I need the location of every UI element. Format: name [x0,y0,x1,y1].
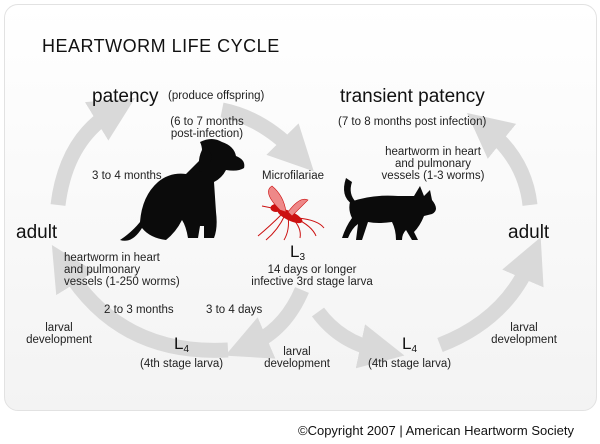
patency-time-line1: (6 to 7 months [170,116,244,128]
l3-desc-line2: infective 3rd stage larva [251,276,373,288]
cat-larval-dev-line2: development [491,334,557,346]
arrow-patency-to-microfilariae [220,102,314,172]
cat-desc-line1: heartworm in heart [385,146,481,158]
arrow-l4-to-adult [51,244,229,358]
l3-label: L3 [290,242,306,263]
arrow-cat-l4-to-adult [437,237,544,352]
l3-desc-line1: 14 days or longer [267,264,357,276]
dog-larval-dev-line1: larval [45,322,73,334]
dog-l4-desc: (4th stage larva) [140,358,224,370]
l3-to-l4-time: 3 to 4 days [206,304,263,316]
dog-adult-label: adult [16,222,58,243]
patency-label: patency [92,86,159,107]
center-larval-dev-line1: larval [283,346,311,358]
dog-silhouette [120,139,245,241]
cat-desc-line3: vessels (1-3 worms) [381,170,485,182]
cat-silhouette [342,178,436,240]
center-larval-dev-line2: development [264,358,330,370]
dog-adult-desc-line2: and pulmonary [64,264,141,276]
dog-adult-desc-line1: heartworm in heart [64,252,160,264]
arrow-adult-to-patency [50,97,136,207]
l4-to-adult-time: 2 to 3 months [104,304,174,316]
mosquito-icon [257,185,325,241]
patency-note: (produce offspring) [168,90,265,102]
transient-patency-time: (7 to 8 months post infection) [338,116,487,128]
cat-larval-dev-line1: larval [510,322,538,334]
dog-larval-dev-line2: development [26,334,92,346]
arrow-l3-to-dog-l4 [225,286,309,359]
adult-to-patency-time: 3 to 4 months [92,170,162,182]
arrow-adult-to-transient-patency [467,112,538,207]
copyright-text: ©Copyright 2007 | American Heartworm Soc… [298,423,574,438]
patency-time-line2: post-infection) [170,128,244,140]
cat-desc-line2: and pulmonary [394,158,472,170]
cat-l4-desc: (4th stage larva) [368,358,452,370]
microfilariae-label: Microfilariae [262,170,324,182]
transient-patency-label: transient patency [340,86,485,107]
diagram-title: HEARTWORM LIFE CYCLE [42,36,280,56]
dog-l4-label: L4 [174,334,190,355]
dog-adult-desc-line3: vessels (1-250 worms) [64,276,180,288]
cat-l4-label: L4 [402,334,418,355]
cat-adult-label: adult [508,222,550,243]
arrow-l3-to-cat-l4 [311,307,405,369]
